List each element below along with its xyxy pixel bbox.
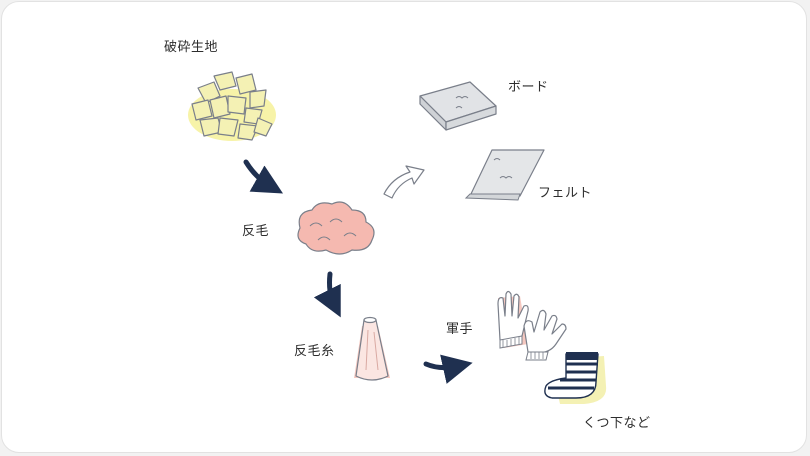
label-work-gloves: 軍手 (446, 322, 474, 337)
label-felt: フェルト (538, 186, 593, 201)
label-reclaimed-yarn: 反毛糸 (294, 344, 335, 359)
label-board: ボード (508, 80, 549, 95)
yarn-cone-illustration (354, 316, 390, 381)
outline-arrow-to-products (383, 165, 425, 199)
arrow-to-wool (243, 159, 284, 194)
felt-illustration (464, 149, 545, 201)
label-socks: くつ下など (583, 416, 651, 431)
socks-illustration (544, 352, 607, 404)
arrow-to-yarn (313, 271, 341, 318)
reclaimed-wool-illustration (297, 201, 375, 255)
arrow-to-textiles (423, 354, 473, 384)
work-gloves-illustration (497, 290, 567, 361)
board-illustration (419, 81, 497, 131)
crushed-fabric-illustration (188, 71, 276, 141)
label-reclaimed-wool: 反毛 (242, 224, 270, 239)
label-crushed-fabric: 破砕生地 (164, 40, 219, 55)
